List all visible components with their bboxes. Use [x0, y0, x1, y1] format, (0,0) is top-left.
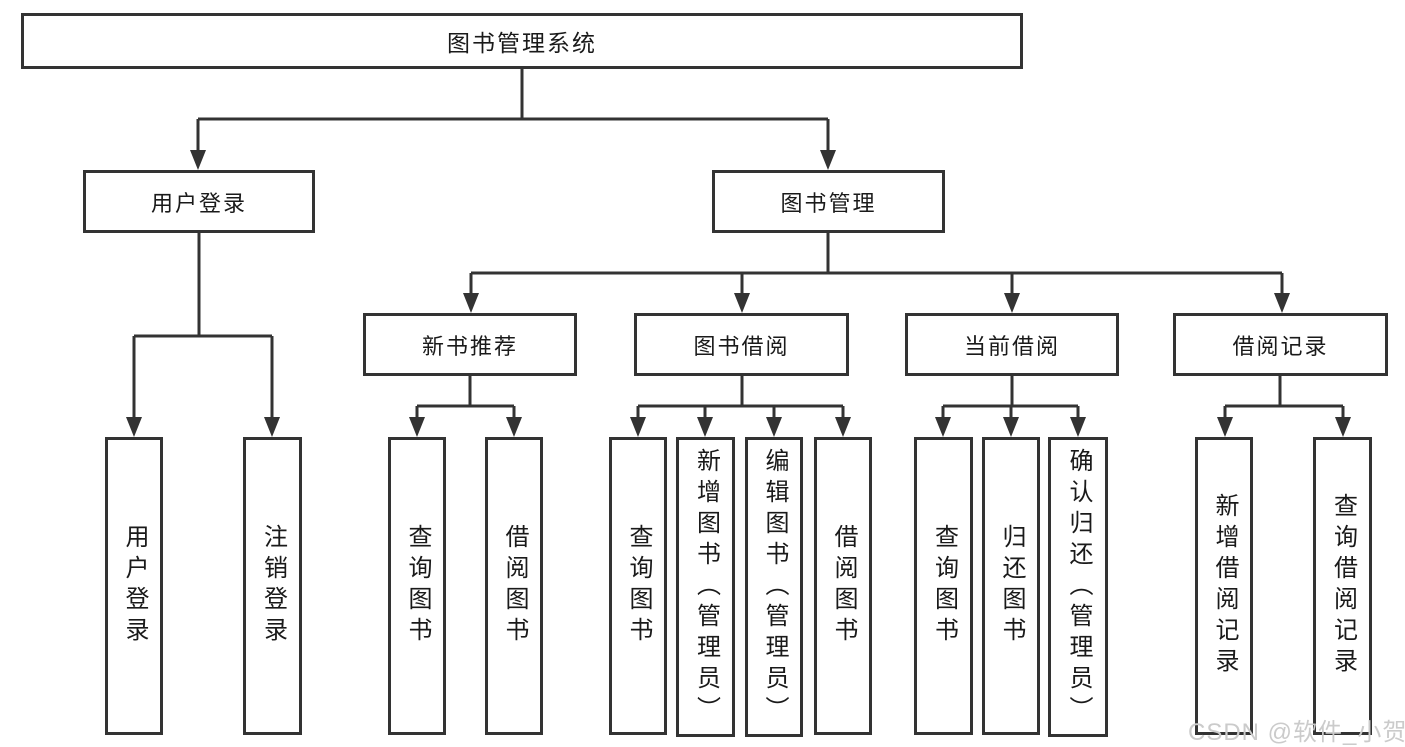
leaf-logout: 注销登录: [243, 437, 302, 735]
leaf-borrowing-query-books: 查询图书: [609, 437, 667, 735]
leaf-current-confirm-return-admin: 确认归还（管理员）: [1048, 437, 1108, 737]
leaf-newbooks-borrow-books: 借阅图书: [485, 437, 543, 735]
node-new-book-recommend: 新书推荐: [363, 313, 577, 376]
leaf-user-login: 用户登录: [105, 437, 163, 735]
leaf-newbooks-query-books: 查询图书: [388, 437, 446, 735]
node-book-management: 图书管理: [712, 170, 945, 233]
leaf-records-query-record: 查询借阅记录: [1313, 437, 1372, 735]
leaf-borrowing-borrow-books: 借阅图书: [814, 437, 872, 735]
node-book-borrowing: 图书借阅: [634, 313, 849, 376]
leaf-current-query-books: 查询图书: [914, 437, 973, 735]
node-library-management-system: 图书管理系统: [21, 13, 1023, 69]
node-borrowing-records: 借阅记录: [1173, 313, 1388, 376]
node-user-login: 用户登录: [83, 170, 315, 233]
leaf-records-add-record: 新增借阅记录: [1195, 437, 1253, 735]
leaf-borrowing-add-books-admin: 新增图书（管理员）: [676, 437, 735, 737]
leaf-borrowing-edit-books-admin: 编辑图书（管理员）: [745, 437, 803, 737]
csdn-watermark: CSDN @软件_小贺同学: [1188, 719, 1405, 746]
node-current-borrowing: 当前借阅: [905, 313, 1119, 376]
leaf-current-return-books: 归还图书: [982, 437, 1040, 735]
